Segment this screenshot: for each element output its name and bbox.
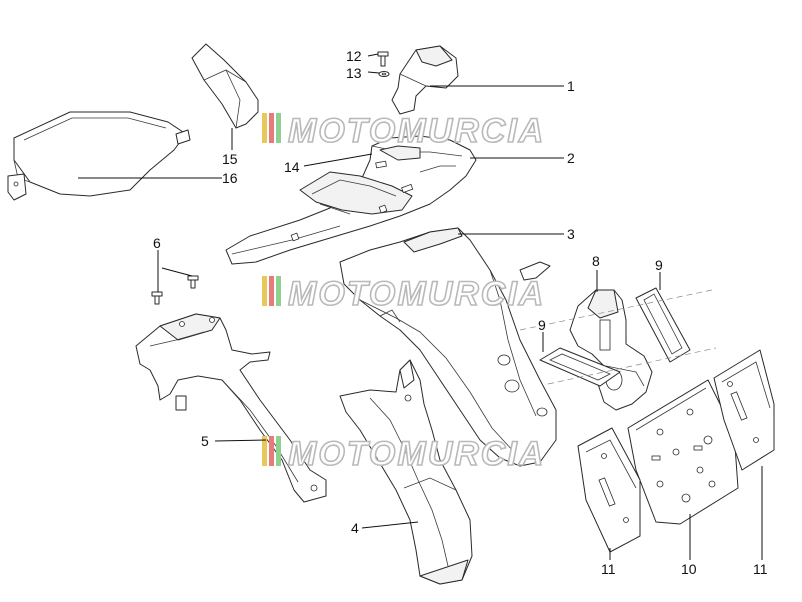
callout-13: 13 (346, 65, 362, 81)
callout-9-right: 9 (655, 257, 663, 273)
part-6-screws (151, 275, 199, 305)
part-5-bracket (135, 313, 327, 503)
callout-6: 6 (153, 235, 161, 251)
callout-1: 1 (567, 78, 575, 94)
callout-labels: 1 2 3 4 5 6 8 9 9 10 11 11 12 13 14 15 1… (153, 48, 768, 577)
watermark-middle: MOTOMURCIA (262, 274, 545, 314)
watermark-text: MOTOMURCIA (288, 112, 545, 150)
leader-lines (78, 53, 763, 560)
callout-16: 16 (222, 170, 238, 186)
callout-11-right: 11 (753, 561, 768, 577)
callout-14: 14 (284, 159, 300, 175)
callout-10: 10 (681, 561, 697, 577)
watermark-text: MOTOMURCIA (288, 275, 545, 313)
part-11-plate-left (577, 427, 641, 553)
part-16-side-cover (7, 111, 191, 201)
callout-3: 3 (567, 226, 575, 242)
callout-9-left: 9 (538, 317, 546, 333)
assembly-axis-lines (519, 289, 717, 385)
part-4-mudguard (339, 359, 473, 585)
watermark-text: MOTOMURCIA (288, 435, 545, 473)
callout-5: 5 (201, 433, 209, 449)
callout-11-left: 11 (601, 561, 616, 577)
callout-8: 8 (592, 253, 600, 269)
callout-15: 15 (222, 151, 238, 167)
part-13-washer (378, 71, 390, 77)
part-10-license-plate (627, 379, 739, 525)
callout-12: 12 (346, 48, 362, 64)
part-15-cone-cover (191, 43, 259, 129)
watermark-bottom: MOTOMURCIA (262, 434, 545, 474)
watermark-top: MOTOMURCIA (262, 111, 545, 151)
callout-2: 2 (567, 150, 575, 166)
part-9-reflector-right (635, 287, 691, 363)
part-11-plate-right (713, 349, 775, 471)
part-2-rear-rack (225, 135, 477, 265)
part-1-handle (391, 45, 459, 115)
part-12-screw (377, 51, 389, 67)
part-8-plate-bracket (569, 289, 653, 411)
part-3-rear-body (339, 227, 557, 467)
callout-4: 4 (351, 520, 359, 536)
